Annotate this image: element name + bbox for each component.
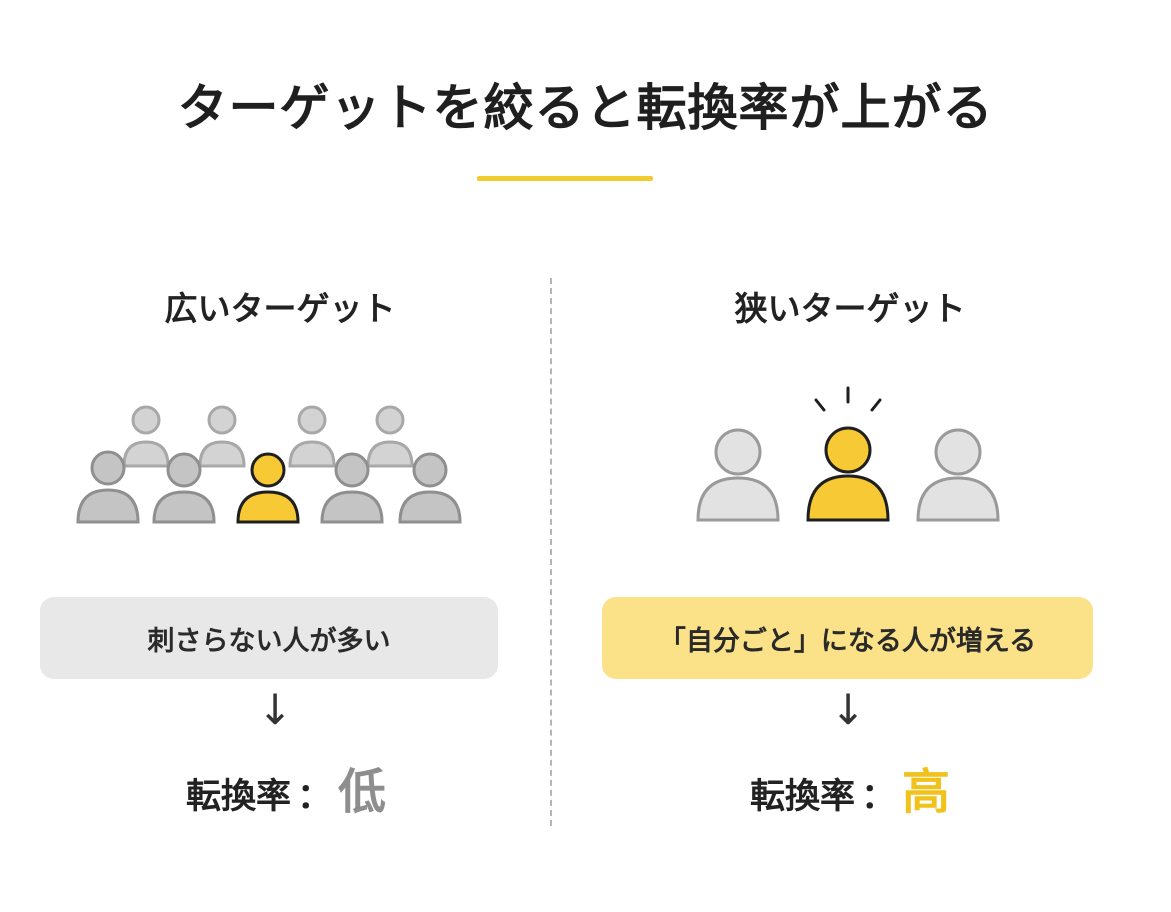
highlighted-person-icon: [806, 426, 890, 522]
right-message: 「自分ごと」になる人が増える: [658, 625, 1037, 657]
person-icon: [916, 428, 1000, 522]
panel-divider: [550, 278, 552, 826]
person-icon: [122, 405, 170, 468]
crowd-icon: [76, 405, 462, 524]
left-result-value: 低: [338, 764, 387, 820]
left-message: 刺さらない人が多い: [147, 625, 391, 657]
left-result-colon: ：: [297, 777, 333, 817]
person-icon: [288, 405, 336, 468]
left-result: 転換率 ： 低: [186, 752, 586, 822]
person-icon: [320, 452, 384, 524]
person-icon: [76, 450, 140, 524]
left-result-label: 転換率: [186, 777, 292, 817]
person-icon: [198, 405, 246, 468]
right-message-box: 「自分ごと」になる人が増える: [602, 597, 1093, 679]
arrow-down-icon: ↓: [830, 685, 866, 734]
left-message-box: 刺さらない人が多い: [40, 597, 498, 679]
left-panel-heading: 広いターゲット: [164, 289, 396, 328]
right-panel-heading: 狭いターゲット: [734, 289, 966, 328]
person-icon: [366, 405, 414, 468]
page-title: ターゲットを絞ると転換率が上がる: [177, 79, 994, 137]
arrow-down-icon: ↓: [257, 685, 293, 734]
person-icon: [152, 452, 216, 524]
right-result-label: 転換率: [750, 777, 856, 817]
right-result: 転換率 ： 高: [750, 752, 1150, 822]
title-underline: [477, 176, 653, 181]
person-icon: [398, 452, 462, 524]
person-icon: [696, 428, 780, 522]
focused-person-icon: [696, 386, 1000, 522]
right-result-value: 高: [902, 764, 951, 820]
right-result-colon: ：: [861, 777, 897, 817]
highlighted-person-icon: [236, 452, 300, 524]
attention-rays-icon: [814, 386, 882, 412]
